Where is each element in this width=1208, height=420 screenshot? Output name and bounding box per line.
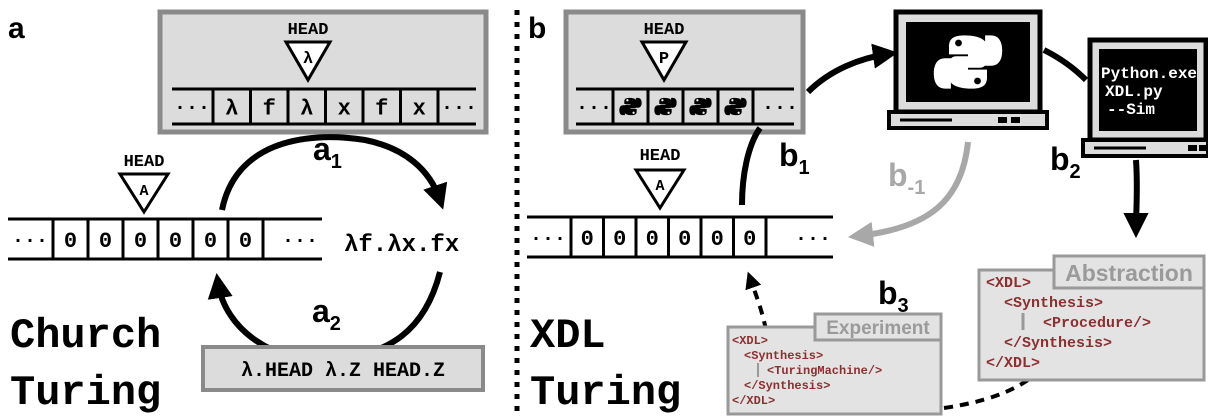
binary-tape-cell-5: 0 (204, 229, 217, 254)
binary-tape-cell-4: 0 (678, 227, 691, 252)
abstraction-tag: Abstraction (1065, 260, 1193, 286)
lambda-tape-cell-6: x (413, 96, 426, 121)
head-symbol: P (659, 50, 669, 69)
title-turing-a: Turing (10, 369, 161, 417)
binary-tape-cell-1: 0 (64, 229, 77, 254)
binary-tape-cell-2: 0 (99, 229, 112, 254)
abstraction-xdl-box: Abstraction <XDL> <Synthesis> <Procedure… (977, 254, 1206, 382)
xdl-line-3: <Procedure/> (1043, 315, 1151, 332)
binary-tape-cell-1: 0 (581, 227, 594, 252)
lambda-expression: λf.λx.fx (344, 232, 459, 259)
arrow-b1-upper (805, 43, 898, 95)
tape-ellipsis-left: ··· (12, 230, 48, 253)
title-church: Church (10, 312, 161, 360)
terminal-laptop-icon: Python.exe XDL.py --Sim (1081, 37, 1208, 158)
arrow-b2 (1123, 159, 1149, 239)
tape-ellipsis-right: ··· (441, 97, 477, 120)
lambda-tape-cell-4: x (338, 96, 351, 121)
title-xdl: XDL (530, 312, 606, 360)
title-turing-b: Turing (530, 369, 681, 417)
binary-tape-cell-3: 0 (134, 229, 147, 254)
arrow-b-1 (847, 141, 971, 247)
xdl-line-4: </Synthesis> (744, 379, 830, 393)
binary-tape-cell-5: 0 (711, 227, 724, 252)
terminal-line-2: XDL.py (1105, 83, 1163, 101)
xdl-line-2: <Synthesis> (744, 349, 823, 363)
head-symbol: λ (303, 50, 313, 69)
xdl-line-3: <TuringMachine/> (767, 364, 882, 378)
panel-a-label: a (8, 12, 25, 45)
python-tape-cells (611, 89, 755, 124)
binary-tape-cell-6: 0 (239, 229, 252, 254)
python-laptop-icon (887, 9, 1049, 130)
binary-tape-cell-6: 0 (743, 227, 756, 252)
xdl-line-2: <Synthesis> (1004, 295, 1103, 312)
lambda-tape-cell-5: f (375, 96, 388, 121)
arrow-b-1-label: b-1 (888, 157, 925, 199)
head-triangle-icon (633, 168, 687, 211)
panel-b-label: b (528, 12, 546, 45)
xdl-line-1: <XDL> (732, 334, 768, 348)
tape-ellipsis-right: ··· (762, 97, 798, 120)
head-triangle-icon (117, 172, 171, 215)
head-label: HEAD (640, 147, 681, 166)
tape-ellipsis-right: ··· (795, 228, 831, 251)
head-symbol: A (655, 178, 664, 195)
arrow-b2-label: b2 (1050, 141, 1081, 183)
arrow-b1 (739, 126, 763, 206)
experiment-xdl-box: Experiment <XDL> <Synthesis> <TuringMach… (726, 312, 943, 416)
program-text: λ.HEAD λ.Z HEAD.Z (241, 360, 445, 383)
head-triangle-icon (283, 40, 333, 83)
lambda-tape-cell-3: λ (300, 96, 313, 121)
tape-ellipsis-left: ··· (576, 97, 612, 120)
head-label: HEAD (644, 21, 685, 40)
arrow-a1 (219, 134, 448, 211)
tape-ellipsis-right: ··· (282, 230, 318, 253)
arrow-a2-label: a2 (312, 293, 341, 335)
head-label: HEAD (288, 21, 329, 40)
lambda-tape-cell-1: λ (225, 96, 238, 121)
terminal-line-1: Python.exe (1101, 65, 1197, 83)
arrow-b3 (745, 271, 768, 331)
xdl-line-5: </XDL> (986, 355, 1040, 372)
xdl-line-5: </XDL> (732, 394, 775, 408)
tape-ellipsis-left: ··· (530, 228, 566, 251)
head-label: HEAD (124, 153, 165, 172)
program-box (201, 345, 485, 392)
arrow-b3-label: b3 (878, 275, 909, 317)
lambda-tape-cell-2: f (263, 96, 276, 121)
arrow-a1-label: a1 (313, 131, 342, 173)
dashed-connector (943, 378, 1030, 410)
head-triangle-icon (639, 40, 689, 83)
xdl-line-1: <XDL> (986, 275, 1031, 292)
tape-ellipsis-left: ··· (174, 97, 210, 120)
arrow-laptop-to-terminal (1042, 47, 1089, 83)
arrow-b1-label: b1 (779, 137, 810, 179)
binary-tape-cell-2: 0 (613, 227, 626, 252)
binary-tape-cell-4: 0 (169, 229, 182, 254)
xdl-line-4: </Synthesis> (1004, 335, 1112, 352)
head-symbol: A (139, 183, 148, 200)
terminal-line-3: --Sim (1107, 101, 1155, 119)
binary-tape-cell-3: 0 (646, 227, 659, 252)
python-tape-box: HEAD P ··· ··· (563, 9, 806, 135)
experiment-tag: Experiment (826, 318, 930, 339)
